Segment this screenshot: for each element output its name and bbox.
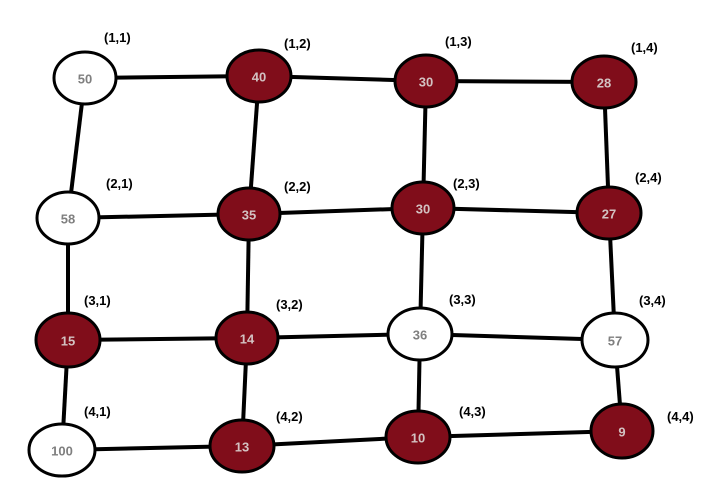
node-coord-label-4-4: (4,4) [667,409,694,424]
node-coord-label-2-3: (2,3) [453,176,480,191]
node-value-3-4: 57 [608,334,622,349]
node-value-4-3: 10 [411,431,425,446]
node-coord-label-3-3: (3,3) [449,292,476,307]
node-coord-label-1-1: (1,1) [104,30,131,45]
node-circle-1-3 [393,53,459,109]
node-1-2: 40 (1,2) [225,36,311,104]
node-circle-4-2 [208,418,276,474]
node-circle-1-1 [52,50,118,106]
node-1-1: 50 (1,1) [52,30,131,106]
node-value-1-1: 50 [78,72,92,87]
node-3-2: 14 (3,2) [214,297,303,366]
node-value-4-4: 9 [618,425,625,440]
node-coord-label-4-1: (4,1) [84,404,111,419]
node-4-4: 9 (4,4) [589,402,694,460]
node-coord-label-1-3: (1,3) [445,34,472,49]
node-circle-3-1 [34,311,102,369]
node-1-3: 30 (1,3) [393,34,472,109]
node-3-4: 57 (3,4) [580,293,666,369]
node-circle-2-4 [575,185,643,241]
node-circle-2-2 [216,186,282,242]
node-circle-1-4 [570,54,638,110]
node-4-2: 13 (4,2) [208,409,303,474]
node-circle-4-4 [589,402,655,460]
node-value-2-1: 58 [61,212,75,227]
node-value-1-3: 30 [419,75,433,90]
node-circle-2-3 [390,180,456,236]
node-circle-1-2 [225,48,293,104]
node-coord-label-1-4: (1,4) [631,40,658,55]
node-value-3-1: 15 [61,334,75,349]
node-value-2-4: 27 [602,207,616,222]
node-3-3: 36 (3,3) [386,292,476,362]
node-value-4-2: 13 [235,440,249,455]
node-circle-3-4 [580,311,650,369]
node-2-2: 35 (2,2) [216,179,311,242]
node-coord-label-1-2: (1,2) [284,36,311,51]
node-circle-4-1 [27,422,97,478]
node-3-1: 15 (3,1) [34,293,111,369]
node-coord-label-2-2: (2,2) [284,179,311,194]
nodes: 50 (1,1) 40 (1,2) 30 (1,3) 28 (1,4) 58 (2,1) 35 (2,… [27,30,694,478]
node-value-1-2: 40 [252,70,266,85]
node-coord-label-3-2: (3,2) [276,297,303,312]
node-4-1: 100 (4,1) [27,404,111,478]
node-1-4: 28 (1,4) [570,40,658,110]
node-value-4-1: 100 [51,444,73,459]
node-2-1: 58 (2,1) [35,176,133,246]
node-coord-label-2-1: (2,1) [106,176,133,191]
node-2-4: 27 (2,4) [575,170,662,241]
edge-4-3-to-4-4 [417,429,623,439]
node-value-2-2: 35 [242,208,256,223]
node-circle-4-3 [384,409,452,465]
node-value-1-4: 28 [597,76,611,91]
node-coord-label-3-1: (3,1) [84,293,111,308]
node-circle-2-1 [35,190,101,246]
node-2-3: 30 (2,3) [390,176,480,236]
node-circle-3-3 [386,306,454,362]
node-coord-label-3-4: (3,4) [639,293,666,308]
node-coord-label-4-2: (4,2) [276,409,303,424]
node-4-3: 10 (4,3) [384,404,486,465]
node-value-2-3: 30 [416,202,430,217]
node-coord-label-4-3: (4,3) [459,404,486,419]
node-coord-label-2-4: (2,4) [635,170,662,185]
node-value-3-2: 14 [240,332,255,347]
edges [60,74,624,452]
node-value-3-3: 36 [413,328,427,343]
node-circle-3-2 [214,310,280,366]
